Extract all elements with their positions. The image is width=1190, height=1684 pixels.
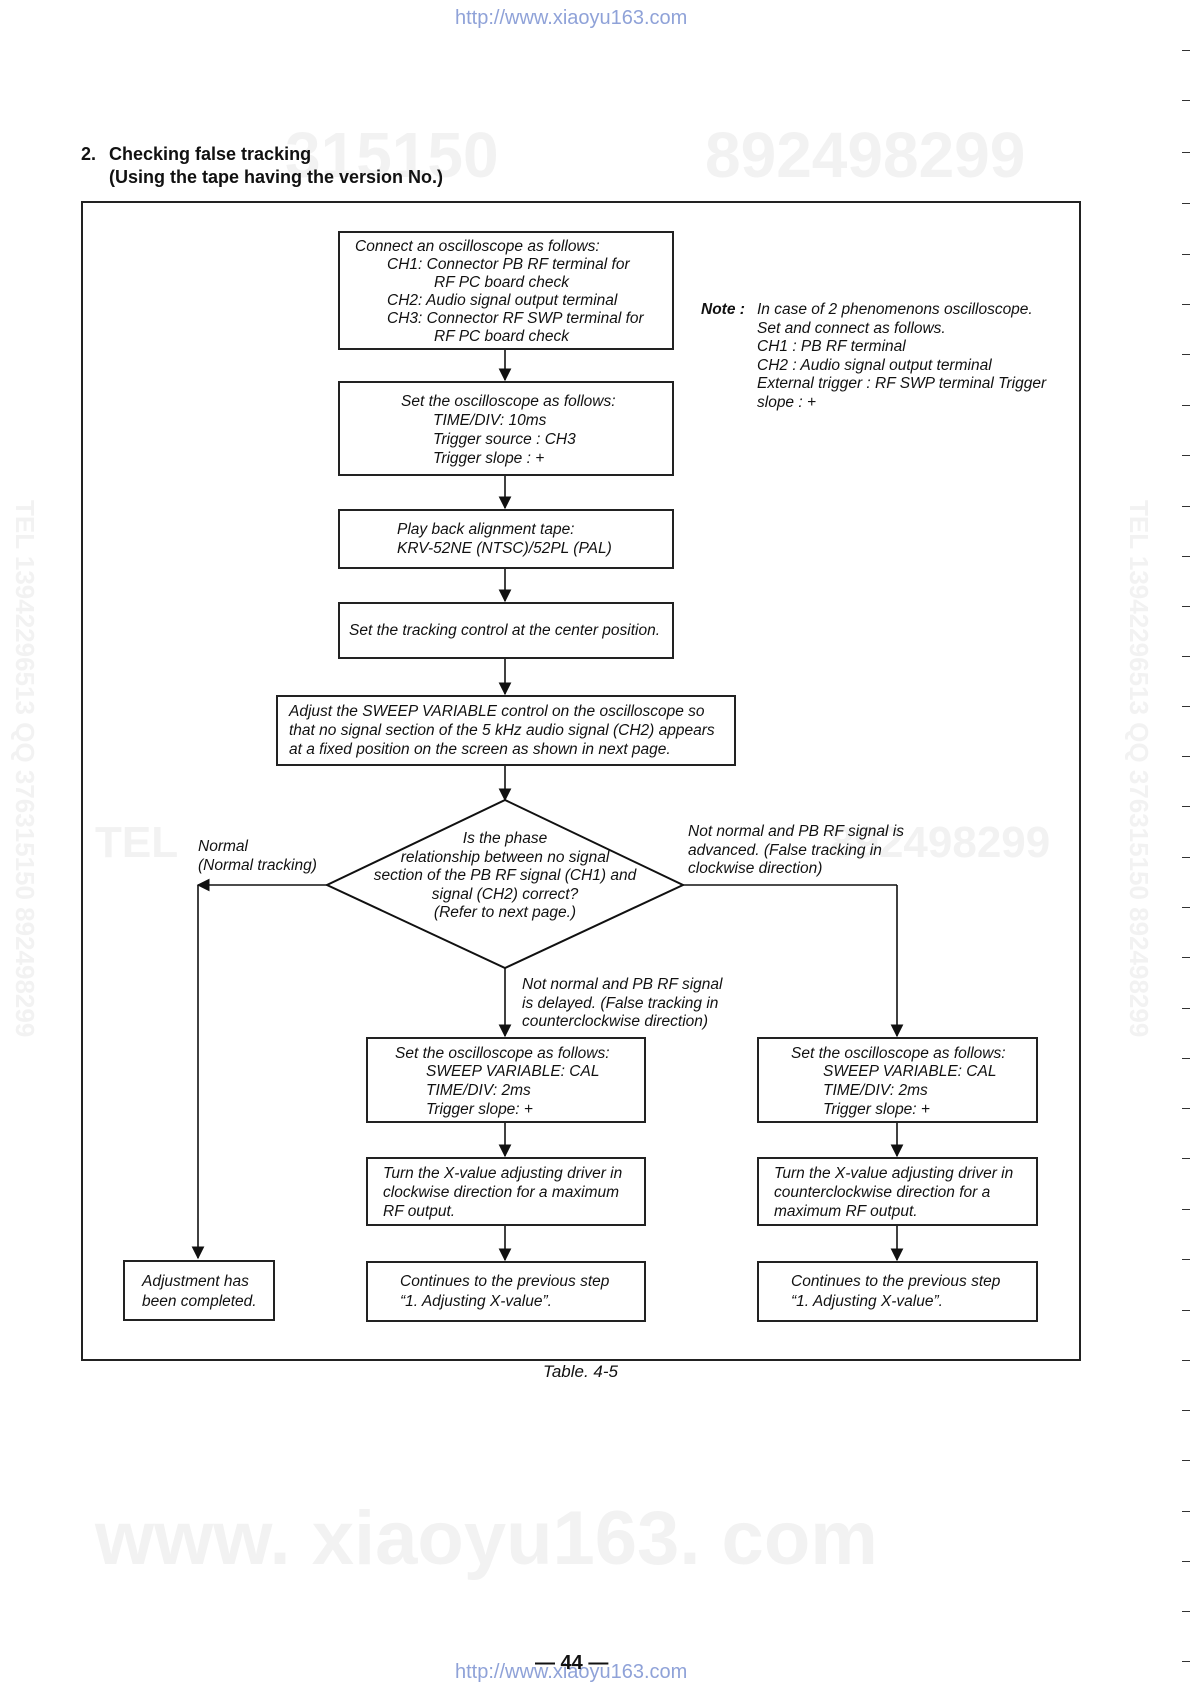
step-text: Continues to the previous step bbox=[791, 1273, 1001, 1290]
decision-line: signal (CH2) correct? bbox=[431, 885, 579, 903]
note-text: In case of 2 phenomenons oscilloscope. S… bbox=[757, 301, 1046, 412]
watermark-text: 315150 bbox=[285, 119, 499, 191]
step-text: Trigger slope : + bbox=[433, 450, 545, 467]
step-set-tracking: Set the tracking control at the center p… bbox=[338, 602, 674, 659]
branch-line: (Normal tracking) bbox=[198, 857, 317, 874]
step-text: at a fixed position on the screen as sho… bbox=[289, 741, 671, 758]
step-text: Trigger slope: + bbox=[426, 1101, 533, 1118]
step-text: Set the oscilloscope as follows: bbox=[401, 393, 616, 410]
header-url[interactable]: http://www.xiaoyu163.com bbox=[455, 7, 688, 29]
step-text: CH1: Connector PB RF terminal for bbox=[387, 256, 630, 273]
step-text: TIME/DIV: 2ms bbox=[823, 1082, 928, 1099]
step-text: RF PC board check bbox=[434, 274, 569, 291]
step-adjust-sweep: Adjust the SWEEP VARIABLE control on the… bbox=[276, 695, 736, 766]
branch-line: advanced. (False tracking in bbox=[688, 841, 882, 859]
section-subtitle: (Using the tape having the version No.) bbox=[109, 167, 444, 187]
step-text: Set the oscilloscope as follows: bbox=[791, 1045, 1006, 1062]
step-continue-ccw: Continues to the previous step “1. Adjus… bbox=[757, 1261, 1038, 1322]
step-text: CH3: Connector RF SWP terminal for bbox=[387, 310, 644, 327]
step-text: maximum RF output. bbox=[774, 1203, 918, 1220]
step-text: Turn the X-value adjusting driver in bbox=[383, 1165, 623, 1182]
step-text: Trigger source : CH3 bbox=[433, 431, 576, 448]
step-text: Set the tracking control at the center p… bbox=[349, 622, 661, 639]
note-line: In case of 2 phenomenons oscilloscope. bbox=[757, 301, 1033, 318]
decision-line: Is the phase bbox=[462, 830, 548, 847]
step-set-oscilloscope-cw: Set the oscilloscope as follows: SWEEP V… bbox=[366, 1037, 646, 1123]
step-text: Trigger slope: + bbox=[823, 1101, 930, 1118]
note-label: Note : bbox=[701, 301, 745, 318]
decision-line: relationship between no signal bbox=[400, 848, 610, 866]
decision-line: (Refer to next page.) bbox=[433, 904, 577, 921]
branch-line: clockwise direction) bbox=[688, 860, 823, 877]
note-line: External trigger : RF SWP terminal Trigg… bbox=[757, 375, 1047, 392]
branch-line: Not normal and PB RF signal bbox=[522, 976, 723, 993]
step-text: CH2: Audio signal output terminal bbox=[387, 292, 618, 309]
step-text: “1. Adjusting X-value”. bbox=[400, 1293, 552, 1310]
branch-label-delayed: Not normal and PB RF signal is delayed. … bbox=[522, 976, 722, 1032]
step-set-oscilloscope-ccw: Set the oscilloscope as follows: SWEEP V… bbox=[757, 1037, 1038, 1123]
step-text: that no signal section of the 5 kHz audi… bbox=[289, 722, 715, 739]
branch-line: is delayed. (False tracking in bbox=[522, 994, 719, 1012]
step-text: SWEEP VARIABLE: CAL bbox=[823, 1063, 997, 1080]
decision-question: Is the phase relationship between no sig… bbox=[335, 830, 675, 923]
step-text: Adjustment has bbox=[142, 1273, 249, 1290]
branch-label-advanced: Not normal and PB RF signal is advanced.… bbox=[688, 823, 904, 879]
branch-line: counterclockwise direction) bbox=[522, 1013, 709, 1030]
step-text: KRV-52NE (NTSC)/52PL (PAL) bbox=[397, 540, 612, 557]
step-text: Adjust the SWEEP VARIABLE control on the… bbox=[289, 703, 705, 720]
step-text: RF output. bbox=[383, 1203, 456, 1220]
branch-label-normal: Normal (Normal tracking) bbox=[198, 837, 317, 875]
watermark-text: TEL bbox=[95, 818, 179, 867]
note-line: slope : + bbox=[757, 393, 817, 411]
watermark-text: www. xiaoyu163. com bbox=[95, 1496, 878, 1581]
watermark-text: 892498299 bbox=[830, 818, 1051, 867]
step-text: TIME/DIV: 2ms bbox=[426, 1082, 531, 1099]
step-text: Turn the X-value adjusting driver in bbox=[774, 1165, 1014, 1182]
step-turn-driver-ccw: Turn the X-value adjusting driver in cou… bbox=[757, 1157, 1038, 1226]
step-text: SWEEP VARIABLE: CAL bbox=[426, 1063, 600, 1080]
step-text: Connect an oscilloscope as follows: bbox=[355, 238, 600, 255]
step-text: Continues to the previous step bbox=[400, 1273, 610, 1290]
branch-line: Normal bbox=[198, 838, 248, 855]
footer-url[interactable]: http://www.xiaoyu163.com bbox=[455, 1661, 688, 1683]
step-set-oscilloscope: Set the oscilloscope as follows: TIME/DI… bbox=[338, 381, 674, 476]
step-text: Play back alignment tape: bbox=[397, 521, 575, 538]
step-adjustment-completed: Adjustment has been completed. bbox=[123, 1260, 275, 1321]
step-continue-cw: Continues to the previous step “1. Adjus… bbox=[366, 1261, 646, 1322]
step-text: clockwise direction for a maximum bbox=[383, 1184, 620, 1201]
step-play-tape: Play back alignment tape: KRV-52NE (NTSC… bbox=[338, 509, 674, 569]
decision-line: section of the PB RF signal (CH1) and bbox=[373, 867, 637, 884]
step-text: “1. Adjusting X-value”. bbox=[791, 1293, 943, 1310]
step-turn-driver-cw: Turn the X-value adjusting driver in clo… bbox=[366, 1157, 646, 1226]
branch-line: Not normal and PB RF signal is bbox=[688, 823, 904, 840]
note-line: Set and connect as follows. bbox=[757, 319, 946, 337]
watermark-text: 892498299 bbox=[705, 119, 1026, 191]
step-connect-oscilloscope: Connect an oscilloscope as follows: CH1:… bbox=[338, 231, 674, 350]
step-text: been completed. bbox=[142, 1293, 257, 1310]
step-text: RF PC board check bbox=[434, 328, 569, 345]
page-number: — 44 — bbox=[535, 1652, 609, 1674]
note-line: CH2 : Audio signal output terminal bbox=[757, 356, 992, 374]
section-title: Checking false tracking bbox=[109, 144, 312, 164]
step-text: TIME/DIV: 10ms bbox=[433, 412, 547, 429]
flowchart-frame bbox=[81, 201, 1081, 1361]
note-line: CH1 : PB RF terminal bbox=[757, 338, 906, 355]
step-text: counterclockwise direction for a bbox=[774, 1184, 991, 1201]
step-text: Set the oscilloscope as follows: bbox=[395, 1045, 610, 1062]
section-number: 2. bbox=[81, 144, 97, 164]
table-caption: Table. 4-5 bbox=[543, 1362, 618, 1381]
